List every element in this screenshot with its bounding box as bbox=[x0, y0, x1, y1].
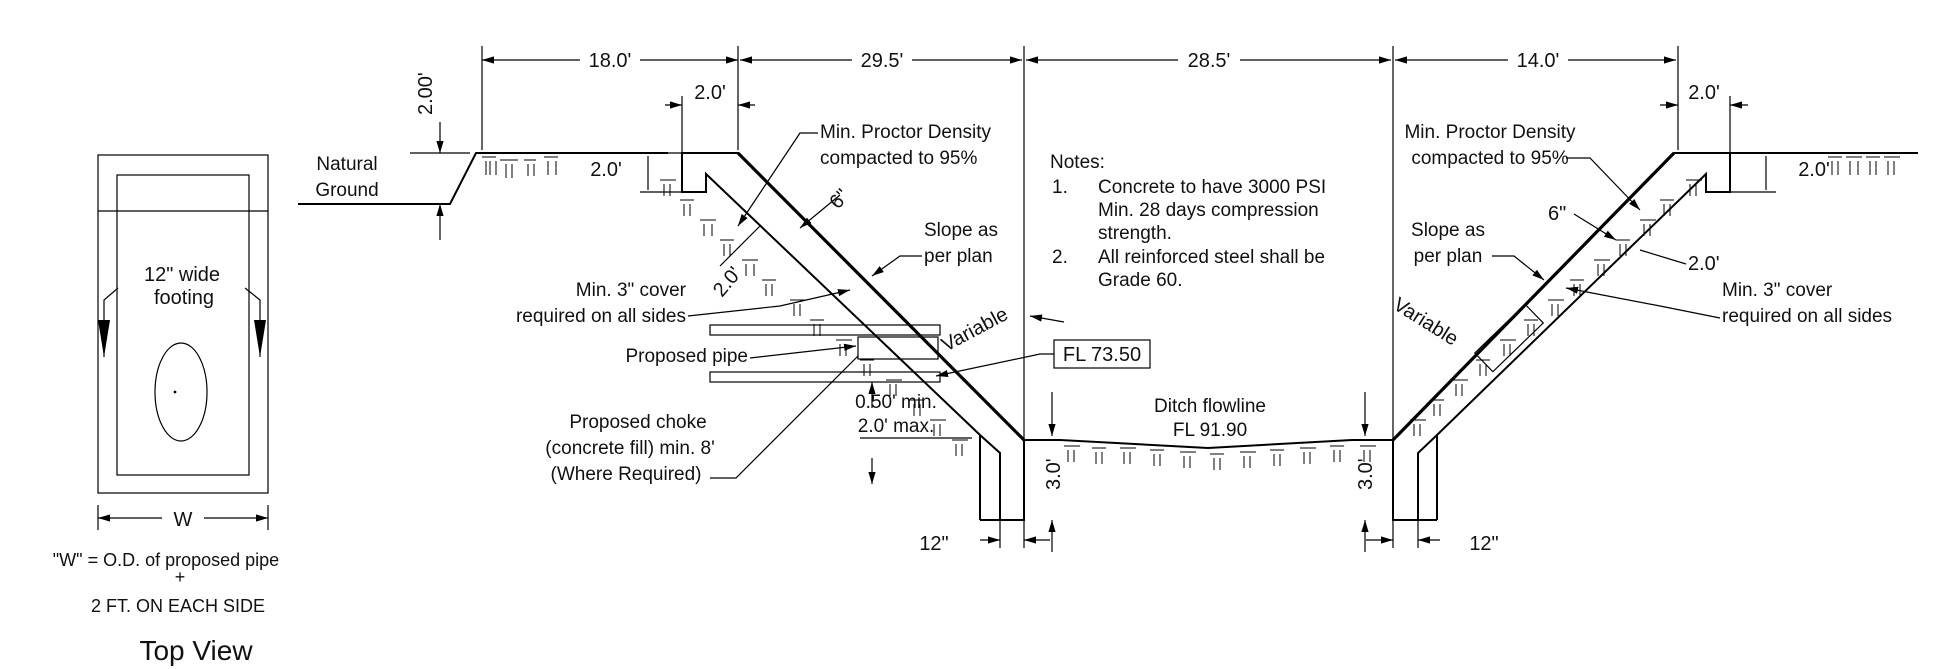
proctor-left-2: compacted to 95% bbox=[820, 148, 977, 169]
ditch-hatch bbox=[1064, 445, 1376, 470]
right-12in: 12" bbox=[1469, 533, 1498, 555]
natural-label-1: Natural bbox=[316, 154, 377, 175]
choke-2: (concrete fill) min. 8' bbox=[545, 438, 714, 459]
slope-left-leader bbox=[871, 255, 922, 277]
left-side-2-0: 2.0' bbox=[590, 159, 622, 181]
slope-right-2: per plan bbox=[1414, 246, 1483, 267]
note-1-num: 1. bbox=[1052, 177, 1068, 198]
notes: Notes: 1. Concrete to have 3000 PSI Min.… bbox=[1050, 152, 1326, 291]
right-top-2-0: 2.0' bbox=[1688, 82, 1720, 104]
proctor-right-1: Min. Proctor Density bbox=[1404, 122, 1576, 143]
dim-18-label: 18.0' bbox=[589, 50, 632, 72]
ditch-label-1: Ditch flowline bbox=[1154, 396, 1266, 417]
cover-left-leader bbox=[687, 289, 851, 317]
notes-title: Notes: bbox=[1050, 152, 1105, 173]
slope-left-2: per plan bbox=[924, 246, 993, 267]
dim-14-label: 14.0' bbox=[1517, 50, 1560, 72]
left-6in-arrow bbox=[799, 194, 841, 229]
dim-29-label: 29.5' bbox=[861, 50, 904, 72]
note-2-line-1: All reinforced steel shall be bbox=[1098, 247, 1325, 268]
dim-28-label: 28.5' bbox=[1188, 50, 1231, 72]
top-view-inner-rect bbox=[116, 174, 250, 476]
cover-right-leader bbox=[1565, 286, 1721, 319]
top-view: 12" wide footing W "W" = O.D. of propose… bbox=[53, 154, 279, 666]
left-6in: 6" bbox=[825, 185, 854, 213]
pipe-bottom-wall bbox=[709, 371, 941, 383]
note-2-num: 2. bbox=[1052, 247, 1068, 268]
ditch-label-2: FL 91.90 bbox=[1173, 420, 1247, 441]
choke-1: Proposed choke bbox=[569, 412, 706, 433]
proposed-pipe-leader bbox=[749, 343, 857, 359]
variable-left: Variable bbox=[938, 303, 1012, 356]
variable-right: Variable bbox=[1389, 294, 1462, 351]
right-3-0: 3.0' bbox=[1355, 458, 1377, 490]
pipe-choke bbox=[857, 336, 939, 360]
fl-leader bbox=[935, 353, 1054, 378]
min-max-1: 0.50' min. bbox=[855, 392, 937, 413]
right-6in: 6" bbox=[1548, 203, 1566, 225]
fl-box-label: FL 73.50 bbox=[1063, 344, 1141, 366]
proposed-pipe-label: Proposed pipe bbox=[625, 346, 748, 367]
note-1-line-2: Min. 28 days compression bbox=[1098, 200, 1319, 221]
right-diag-2-0: 2.0' bbox=[1688, 253, 1720, 275]
left-diag-2-0: 2.0' bbox=[709, 263, 746, 301]
proctor-right-leader bbox=[1566, 157, 1641, 211]
right-arrow-head bbox=[254, 320, 266, 357]
min-max-2: 2.0' max. bbox=[858, 416, 935, 437]
natural-ground: 2.00' Natural Ground bbox=[298, 72, 668, 240]
choke-leader bbox=[710, 355, 859, 479]
ditch-flowline bbox=[1024, 439, 1393, 450]
pipe-center-dot bbox=[173, 390, 177, 394]
right-6in-arrow bbox=[1573, 213, 1617, 241]
w-note-1: "W" = O.D. of proposed pipe bbox=[53, 550, 279, 570]
proctor-right-2: compacted to 95% bbox=[1411, 148, 1568, 169]
footing-label-1: 12" wide bbox=[144, 264, 220, 286]
left-diag-2-0-dim bbox=[719, 225, 761, 267]
left-12in: 12" bbox=[919, 533, 948, 555]
top-view-outer-rect bbox=[97, 154, 269, 494]
pipe-top-wall bbox=[709, 324, 941, 336]
slope-left-1: Slope as bbox=[924, 220, 998, 241]
footing-label-2: footing bbox=[154, 287, 214, 309]
slope-right-leader bbox=[1492, 255, 1545, 281]
variable-left-arrow bbox=[1029, 314, 1065, 323]
right-diag-leader bbox=[1639, 249, 1687, 265]
w-note-2: + bbox=[175, 567, 186, 587]
top-dimension-string: 18.0' 29.5' 28.5' 14.0' bbox=[481, 46, 1679, 445]
note-1-line-3: strength. bbox=[1098, 223, 1172, 244]
proctor-left-1: Min. Proctor Density bbox=[820, 122, 992, 143]
natural-label-2: Ground bbox=[315, 180, 378, 201]
right-slope-line bbox=[1391, 151, 1676, 442]
w-label: W bbox=[174, 509, 193, 531]
top-view-title: Top View bbox=[139, 635, 253, 666]
left-slope-line bbox=[736, 151, 1026, 442]
left-top-2-0: 2.0' bbox=[694, 82, 726, 104]
note-1-line-1: Concrete to have 3000 PSI bbox=[1098, 177, 1326, 198]
left-3-0: 3.0' bbox=[1043, 458, 1065, 490]
dim-2-00-label: 2.00' bbox=[415, 72, 437, 115]
slope-right-1: Slope as bbox=[1411, 220, 1485, 241]
cover-left-2: required on all sides bbox=[516, 306, 686, 327]
proctor-left-leader bbox=[737, 132, 818, 227]
cover-right-2: required on all sides bbox=[1722, 306, 1892, 327]
left-arrow-head bbox=[98, 320, 110, 357]
cover-left-1: Min. 3" cover bbox=[576, 280, 687, 301]
ditch-floor: Ditch flowline FL 91.90 bbox=[1024, 396, 1393, 470]
right-headwall: 2.0' 2.0' Min. Proctor Density compacted… bbox=[1355, 82, 1918, 555]
pipe-ellipse bbox=[154, 342, 208, 442]
natural-ground-line bbox=[298, 152, 668, 205]
w-note-3: 2 FT. ON EACH SIDE bbox=[91, 596, 265, 616]
choke-3: (Where Required) bbox=[551, 464, 702, 485]
right-earth-hatch bbox=[1410, 156, 1900, 436]
left-earth-hatch bbox=[482, 156, 968, 456]
note-2-line-2: Grade 60. bbox=[1098, 270, 1183, 291]
cover-right-1: Min. 3" cover bbox=[1722, 280, 1833, 301]
right-pipe-choke bbox=[1473, 303, 1545, 373]
right-side-2-0: 2.0' bbox=[1798, 159, 1830, 181]
